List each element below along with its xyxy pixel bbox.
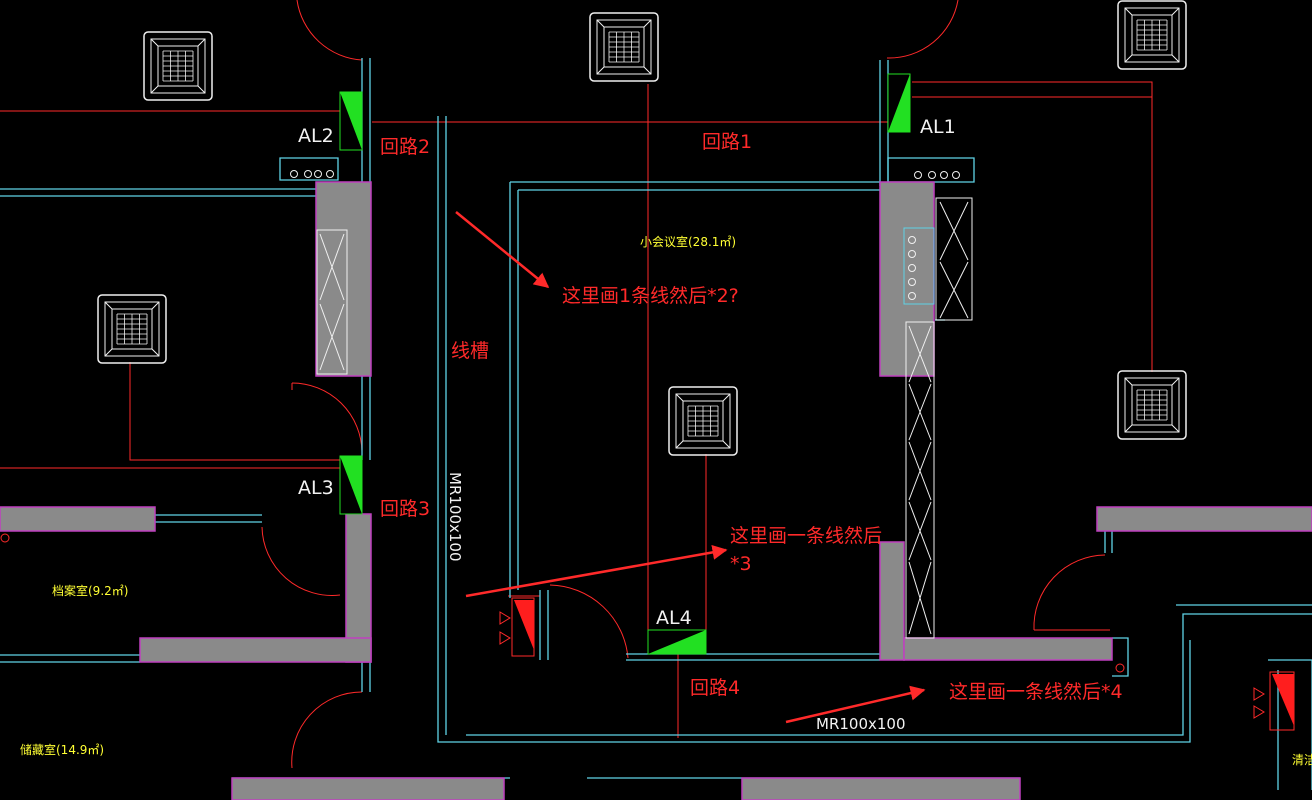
ceiling-cassette-ac-icon: [1117, 0, 1187, 70]
annotation-note-2-line1: 这里画一条线然后: [730, 525, 882, 547]
ceiling-cassette-ac-icon: [1117, 370, 1187, 440]
ceiling-cassette-ac-icon: [143, 31, 213, 101]
trunking-label: 线槽: [451, 340, 489, 362]
circuit-label-3: 回路3: [380, 498, 430, 520]
room-label-archive: 档案室(9.2㎡): [52, 583, 128, 598]
panel-label-al1: AL1: [920, 116, 956, 138]
annotation-arrow: [455, 211, 926, 724]
equipment: [0, 170, 1125, 673]
ceiling-cassette-ac-icon: [589, 12, 659, 82]
ceiling-cassette-ac-icon: [97, 294, 167, 364]
panel-label-al4: AL4: [656, 607, 692, 629]
wiring-layer: [0, 0, 1153, 769]
walls-layer: [0, 58, 1312, 790]
room-label-meeting: 小会议室(28.1㎡): [640, 234, 736, 249]
distribution-panel-icon[interactable]: [339, 455, 363, 515]
fire-hydrant-icon: [499, 597, 535, 657]
annotation-note-2-line2: *3: [730, 553, 752, 575]
annotation-note-3: 这里画一条线然后*4: [949, 681, 1123, 703]
distribution-panel-icon[interactable]: [887, 73, 911, 133]
distribution-panel-icon[interactable]: [647, 629, 707, 655]
panel-label-al3: AL3: [298, 477, 334, 499]
circuit-label-2: 回路2: [380, 136, 430, 158]
room-label-storage: 储藏室(14.9㎡): [20, 742, 104, 757]
circuit-label-4: 回路4: [690, 677, 740, 699]
room-label-cleaning: 清洁: [1292, 753, 1312, 767]
solid-walls: [0, 181, 1312, 800]
trunking-spec-vertical: MR100x100: [446, 472, 464, 562]
fire-hydrant-icon: [1253, 671, 1295, 731]
circuit-label-1: 回路1: [702, 131, 752, 153]
distribution-panel-icon[interactable]: [339, 91, 363, 151]
annotation-note-1: 这里画1条线然后*2?: [562, 285, 739, 307]
ceiling-cassette-ac-icon: [668, 386, 738, 456]
trunking-spec-horizontal: MR100x100: [816, 715, 906, 733]
panel-label-al2: AL2: [298, 125, 334, 147]
